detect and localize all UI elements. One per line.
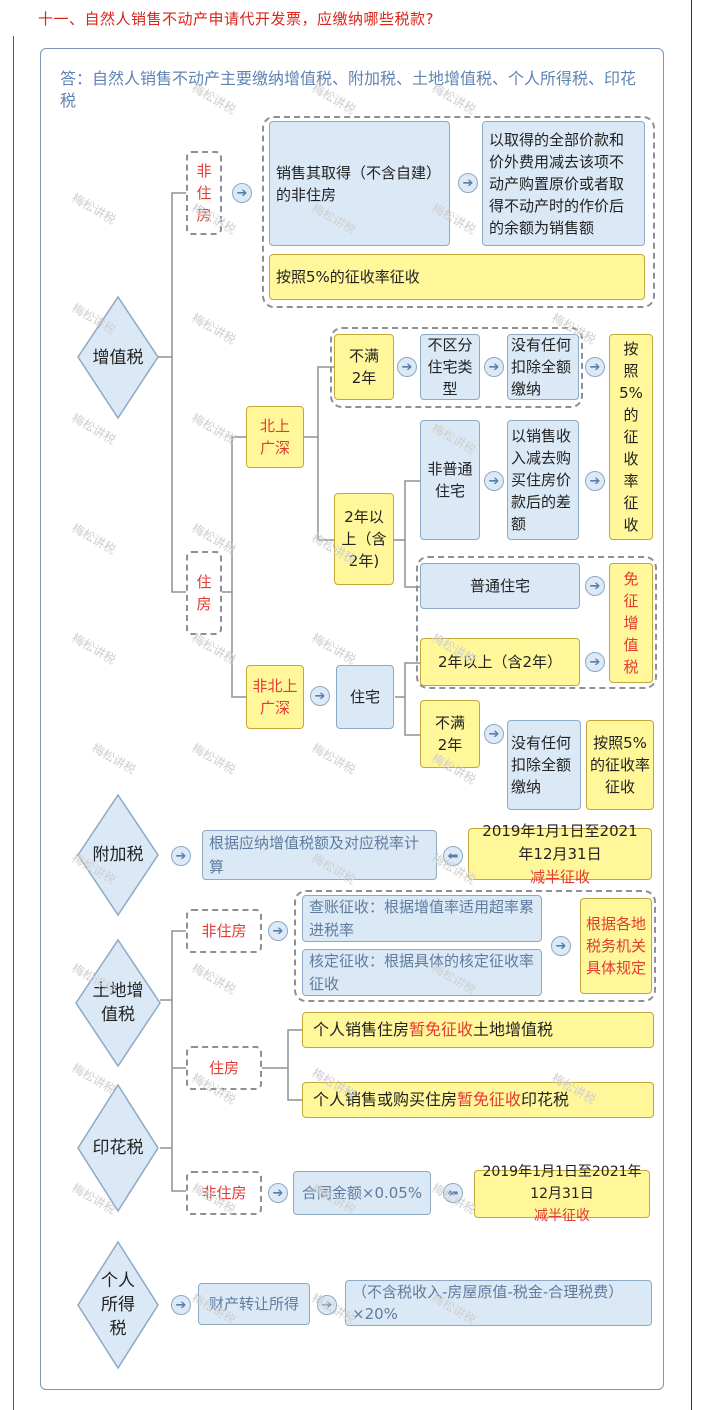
stamp-exempt-red: 暂免征收 [457, 1090, 522, 1109]
vat-non-residential: 非住房 [186, 151, 222, 235]
rate5-b-box: 按照5%的征收率征收 [586, 720, 654, 810]
rate5-tall-box: 按照5%的征收率征收 [609, 334, 653, 540]
under2y-group [330, 327, 583, 408]
land-residential: 住房 [186, 1046, 262, 1090]
non-bsgs-box: 非北上广深 [246, 665, 304, 729]
non-res-group [262, 116, 655, 308]
surcharge-half: 减半征收 [529, 867, 590, 886]
arrow-right-icon: ➔ [585, 357, 605, 377]
non-ordinary-box: 非普通住宅 [420, 420, 480, 540]
housing-branch-line [395, 662, 420, 736]
land-exempt-red: 暂免征收 [409, 1020, 474, 1039]
vat-label: 增值税 [92, 347, 144, 368]
land-exempt-box: 个人销售住房暂免征收土地增值税 [302, 1012, 654, 1048]
land-tax-diamond: 土地增值税 [74, 938, 162, 1068]
over2y-box: 2年以上（含2年) [334, 493, 394, 585]
surcharge-period-box: 2019年1月1日至2021年12月31日减半征收 [468, 822, 652, 886]
page-heading: 十一、自然人销售不动产申请代开发票，应缴纳哪些税款? [38, 10, 434, 28]
arrow-right-icon: ➔ [268, 1183, 288, 1203]
land-res-branch-line [262, 1029, 302, 1101]
arrow-right-icon: ➔ [171, 1295, 191, 1315]
stamp-exempt-box: 个人销售或购买住房暂免征收印花税 [302, 1082, 654, 1118]
no-deduct-box: 没有任何扣除全额缴纳 [507, 334, 579, 400]
over2y-branch-line [394, 480, 420, 588]
under2y-b-box: 不满2年 [420, 700, 480, 768]
land-exempt-post: 土地增值税 [473, 1020, 554, 1039]
non-res-base-box: 以取得的全部价款和价外费用减去该项不动产购置原价或者取得不动产时的作价后的余额为… [482, 121, 645, 246]
vat-diamond: 增值税 [76, 295, 160, 420]
under2y-box: 不满2年 [334, 334, 394, 400]
any-type-box: 不区分住宅类型 [420, 334, 480, 400]
stamp-exempt-post: 印花税 [521, 1090, 570, 1109]
land-tax-label: 土地增值税 [92, 981, 144, 1025]
stamp-period: 2019年1月1日至2021年12月31日 [482, 1164, 642, 1202]
arrow-right-icon: ➔ [585, 652, 605, 672]
arrow-right-icon: ➔ [171, 846, 191, 866]
arrow-right-icon: ➔ [484, 471, 504, 491]
income-diamond: 个人所得税 [76, 1240, 160, 1370]
housing-box: 住宅 [336, 665, 394, 729]
non-res-rate-box: 按照5%的征收率征收 [269, 254, 645, 300]
surcharge-period: 2019年1月1日至2021年12月31日 [482, 821, 638, 863]
arrow-left-icon: ⬅ [443, 846, 463, 866]
land-exempt-pre: 个人销售住房 [313, 1020, 410, 1039]
surcharge-diamond: 附加税 [76, 793, 160, 917]
answer-text: 答：自然人销售不动产主要缴纳增值税、附加税、土地增值税、个人所得税、印花税 [60, 69, 637, 110]
ordinary-box: 普通住宅 [420, 563, 580, 609]
surcharge-label: 附加税 [92, 845, 144, 865]
arrow-right-icon: ➔ [484, 724, 504, 744]
land-non-residential: 非住房 [186, 909, 262, 953]
left-rule [13, 36, 14, 1410]
stamp-rate-box: 合同金额×0.05% [293, 1171, 431, 1215]
diff-base-box: 以销售收入减去购买住房价款后的差额 [507, 420, 579, 540]
arrow-right-icon: ➔ [232, 183, 252, 203]
arrow-right-icon: ➔ [551, 936, 571, 956]
stamp-period-box: 2019年1月1日至2021年12月31日减半征收 [474, 1164, 650, 1224]
property-transfer-box: 财产转让所得 [198, 1283, 310, 1325]
stamp-non-residential: 非住房 [186, 1171, 262, 1215]
stamp-exempt-pre: 个人销售或购买住房 [313, 1090, 458, 1109]
local-rule-box: 根据各地税务机关具体规定 [580, 898, 652, 994]
stamp-label: 印花税 [92, 1138, 144, 1158]
no-deduct-b-box: 没有任何扣除全额缴纳 [507, 720, 581, 810]
surcharge-calc-box: 根据应纳增值税额及对应税率计算 [202, 830, 437, 880]
arrow-right-icon: ➔ [585, 576, 605, 596]
arrow-right-icon: ➔ [397, 357, 417, 377]
income-formula-box: （不含税收入-房屋原值-税金-合理税费）×20% [345, 1280, 652, 1326]
income-label: 个人所得税 [101, 1271, 135, 1339]
vat-residential: 住房 [186, 551, 222, 635]
exempt-group [416, 556, 657, 689]
exempt-box: 免征增值税 [609, 563, 653, 683]
land-branch-line [160, 930, 186, 1192]
right-rule [691, 0, 692, 1410]
stamp-diamond: 印花税 [76, 1083, 160, 1213]
bsgs-box: 北上广深 [246, 406, 304, 468]
audit-box: 查账征收：根据增值率适用超率累进税率 [302, 895, 542, 942]
arrow-left-icon: ⬅ [443, 1183, 463, 1203]
arrow-right-icon: ➔ [484, 357, 504, 377]
over2y-b-box: 2年以上（含2年） [420, 638, 580, 686]
arrow-right-icon: ➔ [458, 173, 478, 193]
arrow-right-icon: ➔ [585, 471, 605, 491]
non-res-sale-box: 销售其取得（不含自建）的非住房 [269, 121, 450, 246]
arrow-right-icon: ➔ [310, 686, 330, 706]
bsgs-branch-line [304, 366, 334, 541]
residential-branch-line [221, 436, 246, 698]
stamp-half: 减半征收 [534, 1208, 590, 1224]
vat-branch-line [158, 192, 186, 593]
land-method-group [294, 890, 656, 1002]
arrow-right-icon: ➔ [268, 921, 288, 941]
arrow-right-icon: ➔ [317, 1295, 337, 1315]
assessed-box: 核定征收：根据具体的核定征收率征收 [302, 949, 542, 996]
